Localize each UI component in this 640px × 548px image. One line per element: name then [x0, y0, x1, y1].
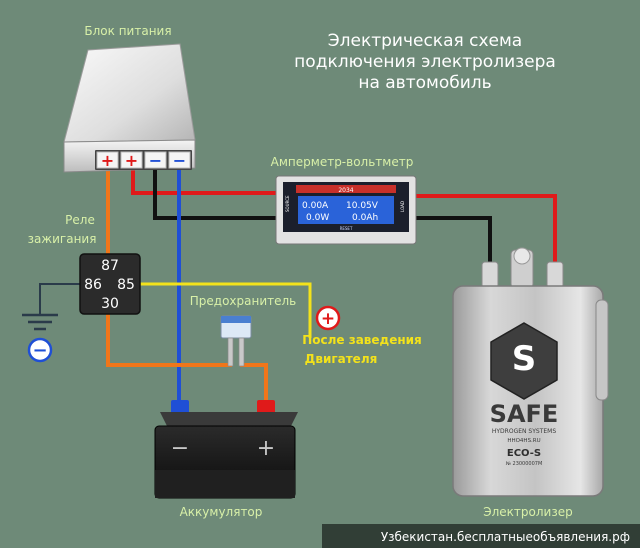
meter-amphours: 0.0Ah: [352, 213, 378, 223]
battery-minus-mark: −: [171, 436, 189, 461]
meter-load-label: LOAD: [400, 201, 405, 212]
fuse-label: Предохранитель: [190, 294, 297, 308]
electrolyzer-label: Электролизер: [483, 505, 572, 519]
meter-reset-label: RESET: [340, 226, 353, 231]
relay-pin-85: 85: [117, 277, 135, 293]
relay-pin-30: 30: [101, 296, 119, 312]
ground-symbol: [22, 313, 58, 331]
meter-source-label: SOURCE: [285, 195, 290, 212]
ignition-plus-text: +: [321, 309, 335, 329]
meter-top-text: 2034: [338, 187, 353, 194]
wire-black-supply-to-meter: [153, 168, 278, 220]
ammeter-voltmeter: 2034 0.00A 10.05V 0.0W 0.0Ah SOURCE LOAD…: [275, 175, 417, 245]
relay-pin-87: 87: [101, 258, 119, 274]
wire-orange-fuse-to-battery: [240, 363, 268, 405]
relay-label-line-1: Реле: [65, 213, 95, 227]
watermark-text: Узбекистан.бесплатныеобъявления.рф: [381, 530, 630, 544]
wire-black-meter-to-electrolyzer: [415, 216, 492, 268]
electrolyzer-logo-icon: S: [512, 339, 537, 379]
diagram-title-line-2: подключения электролизера: [294, 52, 556, 72]
meter-voltage: 10.05V: [346, 201, 379, 211]
ignition-label-line-2: Двигателя: [305, 352, 378, 366]
diagram-title-line-1: Электрическая схема: [328, 31, 522, 51]
electrolyzer-site: HHO4HS.RU: [507, 438, 540, 444]
ps-terminal-minus-1: −: [149, 151, 162, 170]
wire-orange-relay-to-fuse: [106, 313, 232, 367]
ps-terminal-minus-2: −: [173, 151, 186, 170]
ignition-label-line-1: После заведения: [302, 333, 422, 347]
meter-current: 0.00A: [302, 201, 329, 211]
power-supply-label: Блок питания: [84, 24, 171, 38]
battery-plus-mark: +: [257, 436, 275, 461]
battery-label: Аккумулятор: [180, 505, 263, 519]
diagram-title-line-3: на автомобиль: [358, 73, 491, 93]
electrolyzer-serial: № 23000007M: [506, 461, 543, 467]
meter-power: 0.0W: [306, 213, 329, 223]
wire-ground: [39, 283, 80, 315]
relay-label-line-2: зажигания: [28, 232, 97, 246]
ground-minus-icon: −: [27, 337, 53, 363]
wire-red-meter-to-electrolyzer: [415, 194, 557, 268]
ignition-relay: 87 86 85 30: [79, 253, 141, 315]
ps-terminal-plus-1: +: [101, 151, 114, 170]
electrolyzer: S SAFE HYDROGEN SYSTEMS HHO4HS.RU ECO-S …: [452, 247, 609, 497]
wire-red-supply-to-electrolyzer: [131, 168, 278, 195]
power-supply: + + − −: [63, 43, 196, 173]
wire-yellow-ignition: [140, 282, 312, 338]
ps-terminal-plus-2: +: [125, 151, 138, 170]
relay-pin-86: 86: [84, 277, 102, 293]
ground-minus-text: −: [32, 340, 47, 361]
ammeter-label: Амперметр-вольтметр: [271, 155, 414, 169]
fuse: [220, 315, 252, 367]
electrolyzer-brand: SAFE: [490, 400, 559, 428]
electrolyzer-sub: HYDROGEN SYSTEMS: [492, 428, 556, 435]
electrolyzer-model: ECO-S: [507, 448, 541, 459]
battery: − +: [154, 400, 298, 499]
ignition-plus-icon: +: [315, 305, 341, 331]
